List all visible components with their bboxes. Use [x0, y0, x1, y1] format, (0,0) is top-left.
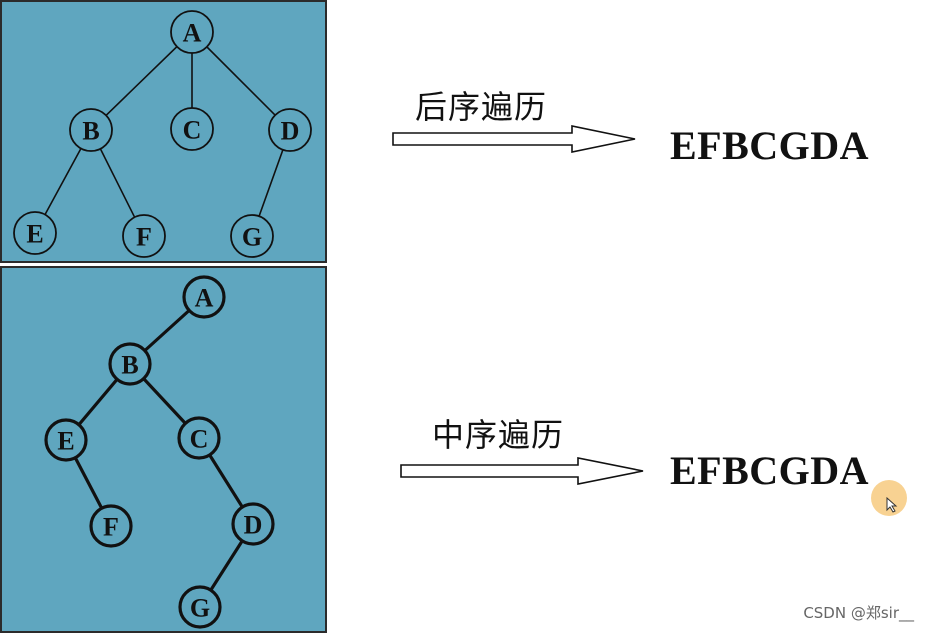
- tree-node-e: [13, 211, 57, 255]
- tree-node-f: [89, 504, 133, 548]
- binary-tree-panel: A B E C F D G: [0, 266, 327, 633]
- general-tree-panel: A B C D E F G: [0, 0, 327, 263]
- tree-node-c: [170, 107, 214, 151]
- binary-tree-diagram: A B E C F D G: [44, 275, 275, 629]
- tree-node-label-c: C: [183, 116, 202, 145]
- tree-node-label-c: C: [190, 425, 209, 454]
- tree-node-b: [69, 108, 113, 152]
- tree-node-f: [122, 214, 166, 258]
- mouse-cursor-icon: [886, 497, 898, 513]
- tree-node-label-d: D: [244, 511, 263, 540]
- tree-node-label-b: B: [82, 117, 99, 146]
- tree-node-d: [231, 502, 275, 546]
- tree-node-a: [170, 10, 214, 54]
- tree-node-b: [108, 342, 152, 386]
- watermark: CSDN @郑sir__: [803, 604, 914, 622]
- general-tree-diagram: A B C D E F G: [13, 10, 312, 258]
- inorder-caption: 中序遍历: [432, 416, 565, 454]
- tree-node-label-f: F: [103, 513, 119, 542]
- tree-node-c: [177, 416, 221, 460]
- tree-node-label-e: E: [26, 220, 43, 249]
- edge-a-b: [90, 31, 193, 131]
- tree-node-label-g: G: [242, 223, 262, 252]
- right-arrow-icon: [392, 125, 636, 153]
- tree-node-g: [178, 585, 222, 629]
- tree-node-e: [44, 418, 88, 462]
- postorder-caption: 后序遍历: [415, 88, 548, 126]
- right-arrow-icon: [400, 457, 644, 485]
- inorder-result: EFBCGDA: [670, 448, 870, 493]
- tree-node-g: [230, 214, 274, 258]
- tree-node-d: [268, 108, 312, 152]
- tree-node-label-g: G: [190, 594, 210, 623]
- edge-a-d: [191, 31, 291, 131]
- tree-node-label-e: E: [57, 427, 74, 456]
- tree-node-label-a: A: [183, 19, 202, 48]
- cursor-highlight: [871, 480, 907, 516]
- tree-node-label-d: D: [281, 117, 300, 146]
- tree-node-label-f: F: [136, 223, 152, 252]
- tree-node-label-b: B: [121, 351, 138, 380]
- postorder-result: EFBCGDA: [670, 123, 870, 168]
- tree-node-a: [182, 275, 226, 319]
- tree-node-label-a: A: [195, 284, 214, 313]
